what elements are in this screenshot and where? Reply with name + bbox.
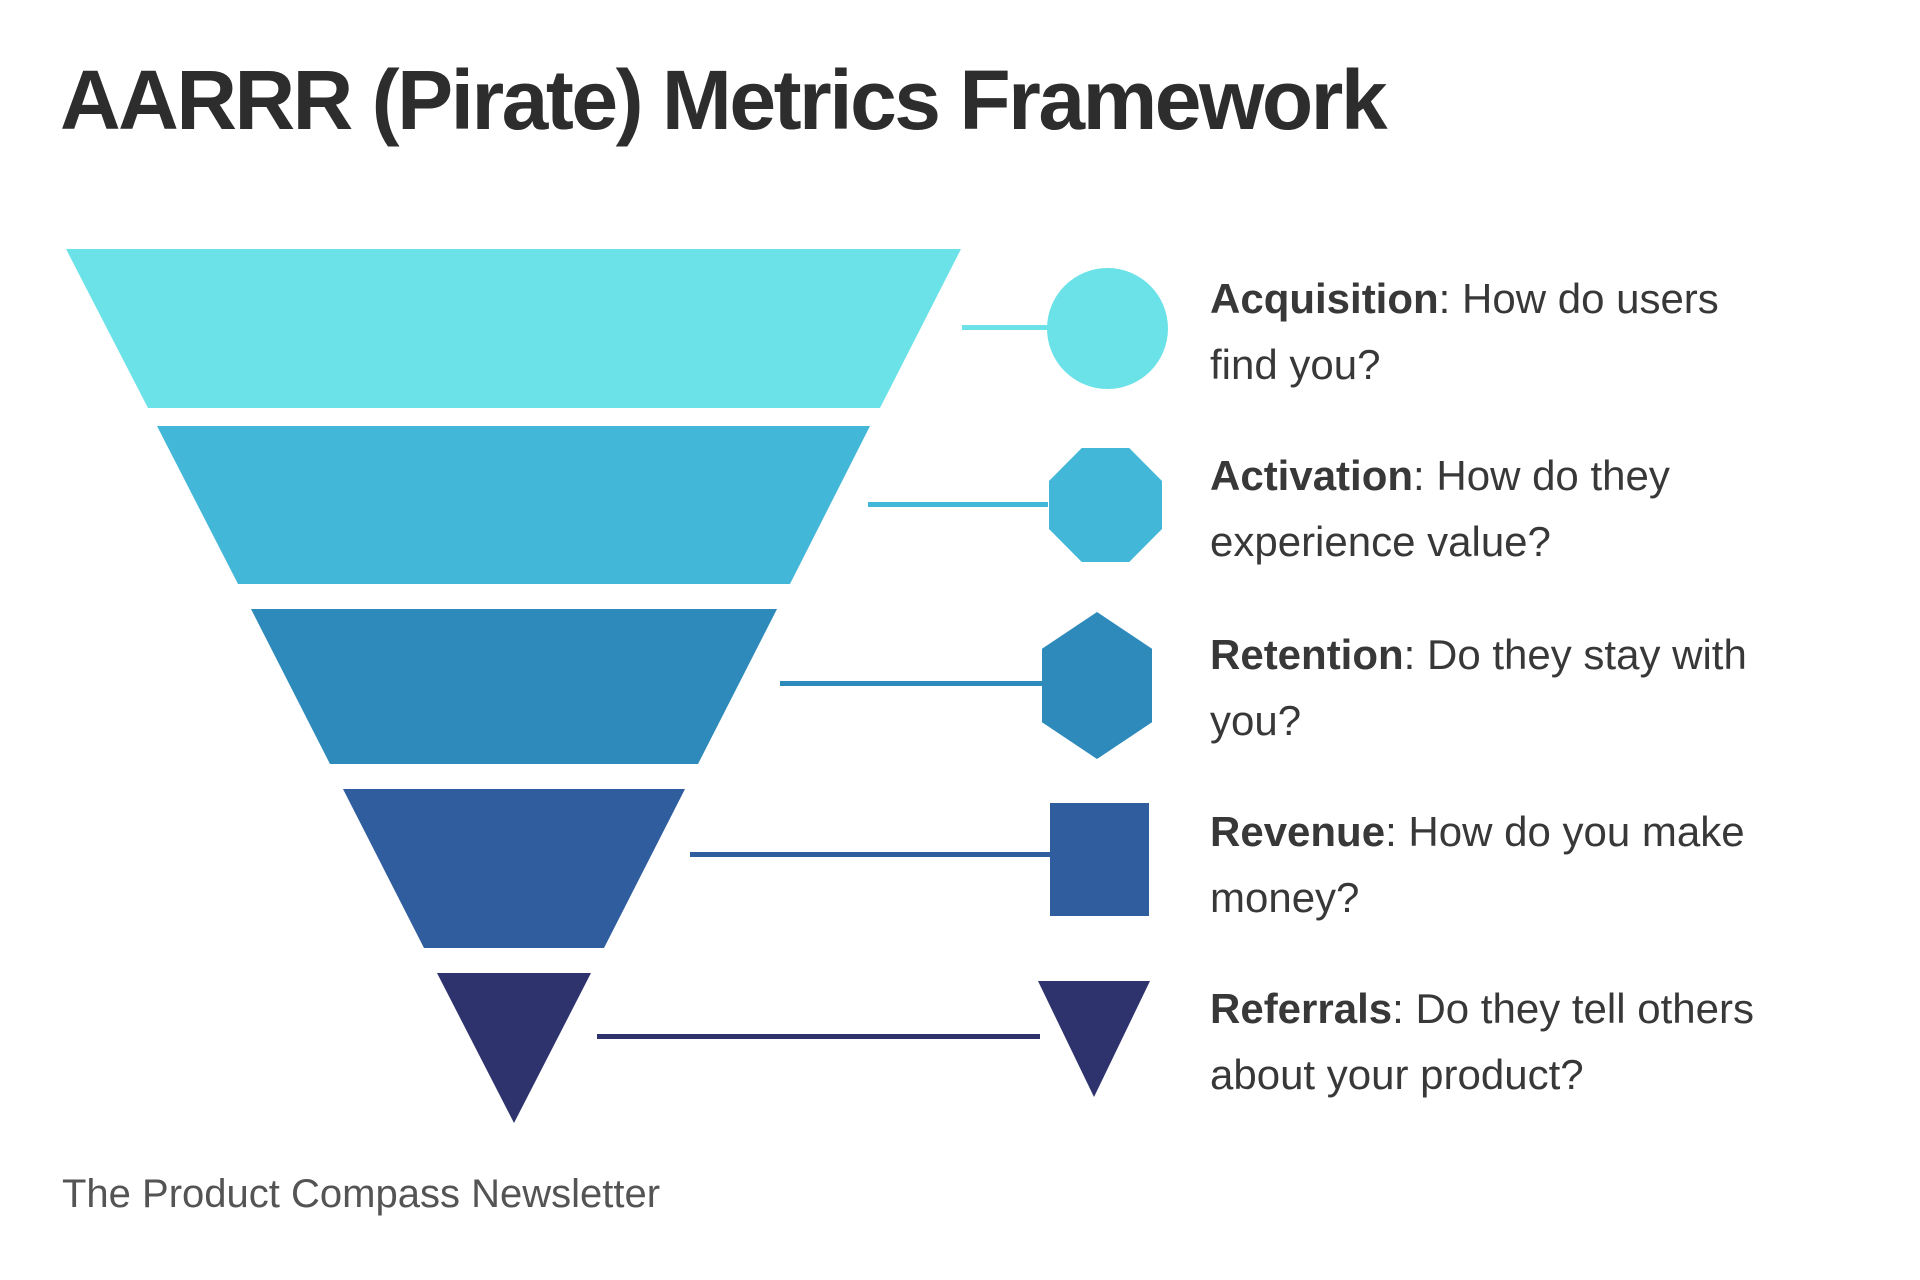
circle-icon [1047, 268, 1168, 389]
footer-credit: The Product Compass Newsletter [62, 1172, 661, 1216]
page-title: AARRR (Pirate) Metrics Framework [60, 53, 1388, 147]
separator: : [1403, 631, 1427, 678]
funnel-segment-revenue [343, 789, 685, 948]
funnel-segment-retention [251, 609, 777, 764]
activation-connector-line [868, 502, 1048, 507]
funnel-segment-activation [157, 426, 870, 584]
square-icon [1050, 803, 1149, 916]
revenue-label: Revenue [1210, 808, 1386, 855]
separator: : [1438, 275, 1463, 322]
separator: : [1413, 452, 1437, 499]
retention-label: Retention [1210, 631, 1404, 678]
separator: : [1392, 985, 1416, 1032]
referrals-description: Referrals: Do they tell others about you… [1210, 976, 1860, 1108]
acquisition-label: Acquisition [1210, 275, 1439, 322]
retention-connector-line [780, 681, 1048, 686]
acquisition-question: How do users find you? [1210, 275, 1719, 388]
activation-description: Activation: How do they experience value… [1210, 443, 1780, 575]
funnel-segment-referrals [437, 973, 591, 1123]
revenue-question: How do you make money? [1210, 808, 1745, 921]
referrals-question: Do they tell others about your product? [1210, 985, 1754, 1098]
retention-description: Retention: Do they stay with you? [1210, 622, 1820, 754]
activation-label: Activation [1210, 452, 1414, 499]
activation-question: How do they experience value? [1210, 452, 1670, 565]
referrals-label: Referrals [1210, 985, 1393, 1032]
revenue-description: Revenue: How do you make money? [1210, 799, 1780, 931]
acquisition-connector-line [962, 325, 1048, 330]
retention-question: Do they stay with you? [1210, 631, 1747, 744]
hexagon-icon [1042, 612, 1152, 759]
octagon-icon [1049, 448, 1162, 562]
revenue-connector-line [690, 852, 1050, 857]
separator: : [1385, 808, 1409, 855]
funnel-segment-acquisition [66, 249, 961, 408]
acquisition-description: Acquisition: How do users find you? [1210, 266, 1780, 398]
referrals-connector-line [597, 1034, 1040, 1039]
